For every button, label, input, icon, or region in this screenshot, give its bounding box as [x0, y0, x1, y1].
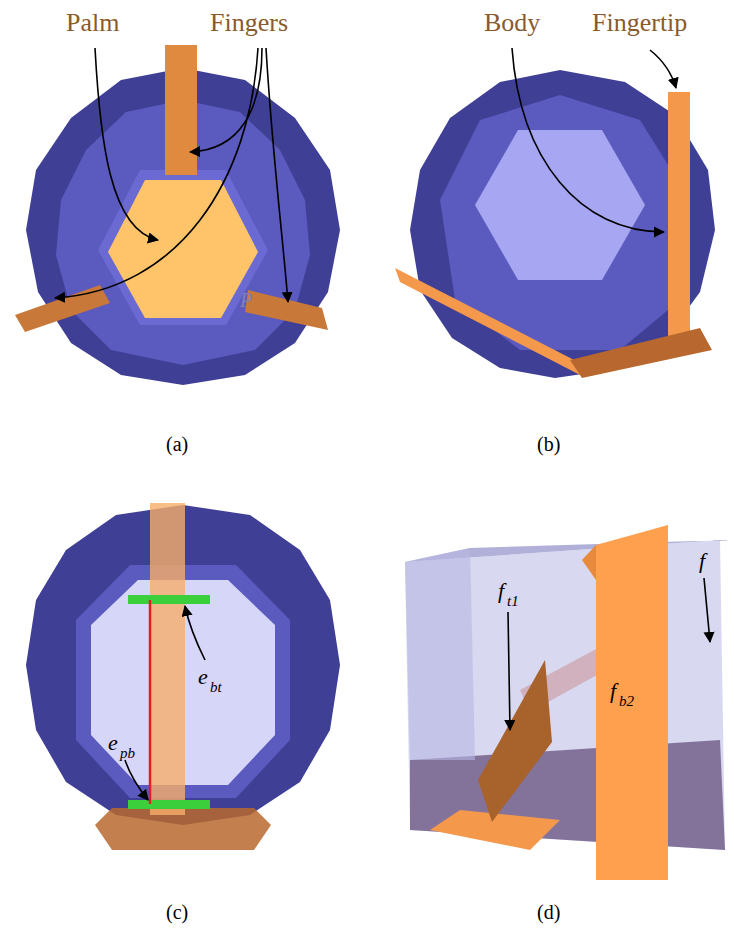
point-label: P — [240, 290, 252, 310]
panel-d — [405, 525, 728, 880]
panel-caption: (b) — [537, 434, 560, 454]
part-name: Fingers — [210, 10, 288, 36]
face-subscript: b2 — [619, 694, 634, 709]
face-symbol: f — [498, 580, 504, 602]
panel-caption: (d) — [537, 902, 560, 922]
edge-subscript: pb — [120, 746, 135, 761]
part-name: Palm — [66, 10, 119, 36]
edge-symbol: e — [198, 666, 208, 688]
edge-symbol: e — [108, 732, 118, 754]
part-name: Fingertip — [592, 10, 687, 36]
face-symbol: f — [699, 550, 705, 572]
edge-subscript: bt — [210, 680, 222, 695]
panel-a — [15, 45, 340, 385]
panel-caption: (c) — [166, 902, 188, 922]
panel-c — [26, 503, 340, 850]
face-symbol: f — [610, 680, 616, 702]
panel-caption: (a) — [166, 434, 188, 454]
part-name: Body — [484, 10, 540, 36]
face-subscript: t1 — [507, 594, 519, 609]
panel-b — [395, 48, 715, 378]
